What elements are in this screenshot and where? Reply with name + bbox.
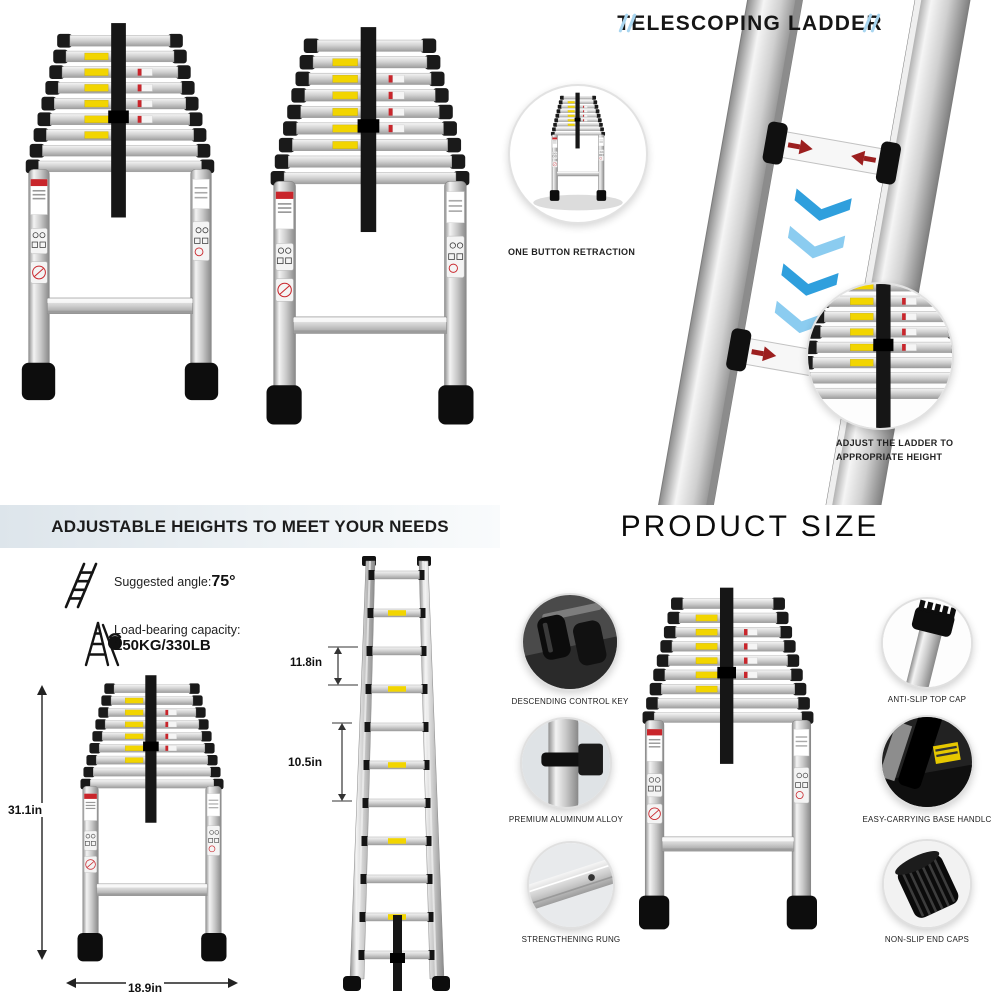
feature-photo-anti-slip-top-cap bbox=[881, 597, 973, 689]
dim-section-label: 10.5in bbox=[286, 755, 325, 769]
feature-premium-aluminum-alloy: PREMIUM ALUMINUM ALLOY bbox=[500, 717, 632, 824]
strengthening-rung-image bbox=[529, 843, 613, 927]
capacity-spec: Load-bearing capacity: 150KG/330LB bbox=[114, 623, 240, 654]
feature-photo-descending-control-key bbox=[521, 593, 619, 691]
adjust-inset-photo bbox=[806, 282, 954, 430]
easy-carrying-base-handle-image bbox=[882, 717, 972, 807]
leaning-ladder-icon bbox=[64, 562, 98, 609]
collapsed-ladder-image-left bbox=[21, 22, 219, 401]
feature-photo-strengthening-rung bbox=[527, 841, 615, 929]
rung-gap-dimension-line bbox=[328, 646, 358, 686]
anti-slip-top-cap-image bbox=[883, 599, 971, 687]
feature-non-slip-end-caps: NON-SLIP END CAPS bbox=[860, 839, 994, 944]
feature-photo-non-slip-end-caps bbox=[882, 839, 972, 929]
feature-photo-easy-carrying-base-handle bbox=[880, 715, 974, 809]
feature-label: DESCENDING CONTROL KEY bbox=[511, 697, 629, 706]
dim-height-label: 31.1in bbox=[6, 803, 45, 817]
feature-anti-slip-top-cap: ANTI-SLIP TOP CAP bbox=[860, 597, 994, 704]
retraction-inset-photo bbox=[508, 84, 648, 224]
panel-adjustable-heights: ADJUSTABLE HEIGHTS TO MEET YOUR NEEDS Su… bbox=[0, 505, 500, 1000]
feature-label: EASY-CARRYING BASE HANDLC bbox=[862, 815, 992, 824]
feature-descending-control-key: DESCENDING CONTROL KEY bbox=[502, 593, 638, 706]
collapsed-ladder-dimension-image bbox=[77, 674, 227, 962]
caption-adjust-height: ADJUST THE LADDER TO APPROPRIATE HEIGHT bbox=[836, 438, 954, 462]
capacity-spec-label: Load-bearing capacity: bbox=[114, 623, 241, 637]
panel-title-adjustable-heights: ADJUSTABLE HEIGHTS TO MEET YOUR NEEDS bbox=[51, 516, 449, 536]
premium-aluminum-alloy-image bbox=[522, 719, 610, 807]
feature-label: STRENGTHENING RUNG bbox=[521, 935, 621, 944]
dim-rung-gap-label: 11.8in bbox=[288, 657, 324, 669]
panel-collapsed-ladders bbox=[0, 0, 500, 505]
panel-telescoping-feature: TELESCOPING LADDER ONE BUTTON RETRACTION… bbox=[500, 0, 1000, 505]
panel-title-product-size: PRODUCT SIZE bbox=[620, 510, 880, 543]
feature-strengthening-rung: STRENGTHENING RUNG bbox=[506, 841, 636, 944]
descending-control-key-image bbox=[523, 595, 617, 689]
panel-title-telescoping: TELESCOPING LADDER bbox=[617, 12, 883, 35]
feature-photo-premium-aluminum-alloy bbox=[520, 717, 612, 809]
caption-one-button-retraction: ONE BUTTON RETRACTION bbox=[508, 247, 636, 257]
adjustable-heights-header: ADJUSTABLE HEIGHTS TO MEET YOUR NEEDS bbox=[0, 505, 500, 548]
load-capacity-icon bbox=[84, 621, 122, 667]
angle-spec-label: Suggested angle: bbox=[114, 575, 212, 589]
height-dimension-line bbox=[37, 685, 47, 960]
angle-spec-value: 75° bbox=[211, 573, 236, 590]
product-size-ladder-image bbox=[638, 587, 818, 930]
panel-product-size: PRODUCT SIZE DESCENDING CONTROL KEY bbox=[500, 505, 1000, 1000]
feature-easy-carrying-base-handle: EASY-CARRYING BASE HANDLC bbox=[860, 715, 994, 824]
dim-width-label: 18.9in bbox=[126, 981, 165, 995]
section-dimension-line bbox=[332, 722, 352, 802]
retraction-inset-ladder-image bbox=[533, 92, 623, 211]
collapsed-ladder-image-right bbox=[265, 26, 475, 426]
feature-label: ANTI-SLIP TOP CAP bbox=[887, 695, 967, 704]
angle-spec: Suggested angle:75° bbox=[114, 573, 236, 591]
capacity-spec-value: 150KG/330LB bbox=[114, 637, 211, 654]
adjust-inset-rungs-image bbox=[808, 284, 952, 428]
feature-label: NON-SLIP END CAPS bbox=[884, 935, 970, 944]
non-slip-end-caps-image bbox=[884, 841, 970, 927]
feature-label: PREMIUM ALUMINUM ALLOY bbox=[508, 815, 624, 824]
